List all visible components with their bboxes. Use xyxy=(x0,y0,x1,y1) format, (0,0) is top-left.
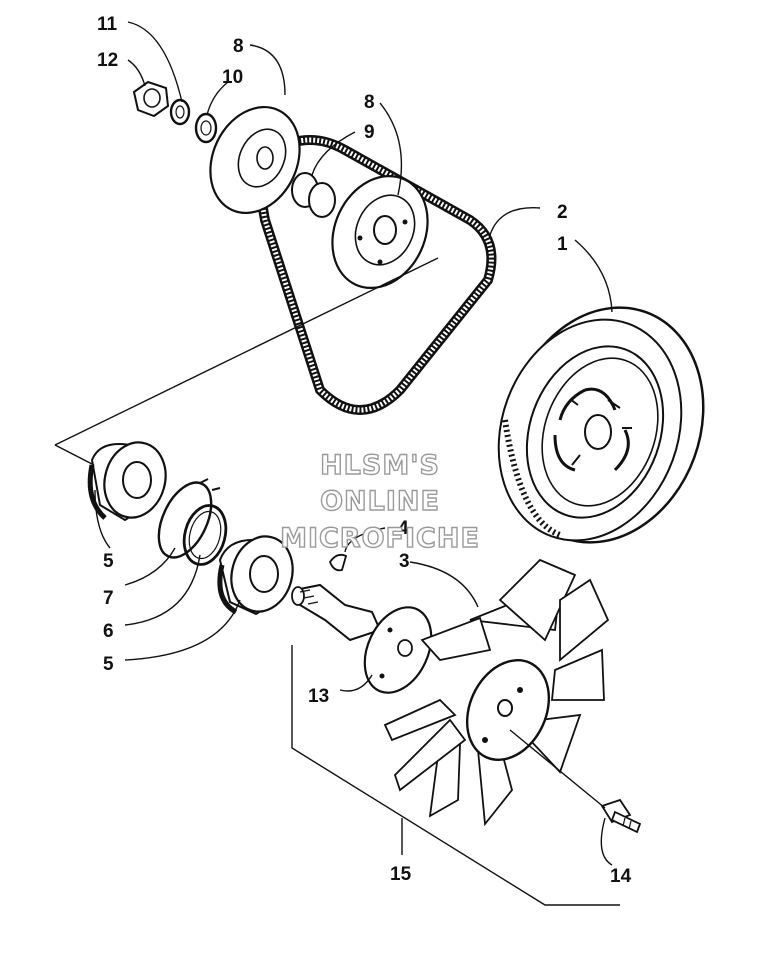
callout-7: 7 xyxy=(103,588,114,609)
hex-bolt xyxy=(600,798,642,834)
callout-5-upper: 5 xyxy=(103,551,114,572)
lock-washer xyxy=(169,98,191,126)
pulley-half-front xyxy=(331,174,429,290)
bearing-right xyxy=(217,535,294,616)
callout-11: 11 xyxy=(97,14,118,35)
leader-lines xyxy=(54,21,620,906)
callout-12: 12 xyxy=(97,50,118,71)
callout-15: 15 xyxy=(390,864,412,885)
callout-13: 13 xyxy=(308,686,329,707)
callout-1: 1 xyxy=(557,234,568,255)
fan-shaft xyxy=(291,583,433,694)
bearing-left xyxy=(87,441,167,522)
snap-ring xyxy=(157,478,221,559)
callout-5-lower: 5 xyxy=(103,654,114,675)
watermark: HLSM'S ONLINE MICROFICHE xyxy=(279,449,480,554)
callout-14: 14 xyxy=(610,866,632,887)
callout-4: 4 xyxy=(398,518,409,539)
callout-8-lower: 8 xyxy=(364,92,375,113)
spacer-rings xyxy=(291,172,336,218)
watermark-line-3: MICROFICHE xyxy=(280,523,480,554)
callout-2: 2 xyxy=(557,202,568,223)
watermark-line-2: ONLINE xyxy=(320,486,440,517)
driven-pulley xyxy=(497,306,705,544)
nut xyxy=(132,80,170,118)
callout-labels: 11 12 8 10 8 9 2 1 4 3 5 7 6 5 13 15 14 xyxy=(97,14,632,887)
watermark-line-1: HLSM'S xyxy=(320,450,440,481)
callout-3: 3 xyxy=(399,551,410,572)
cooling-fan xyxy=(383,558,610,827)
pulley-half-rear xyxy=(209,105,301,215)
woodruff-key xyxy=(328,553,348,572)
callout-6: 6 xyxy=(103,621,114,642)
callout-10: 10 xyxy=(222,67,243,88)
callout-9: 9 xyxy=(364,122,375,143)
flat-washer xyxy=(194,112,218,144)
callout-8-upper: 8 xyxy=(233,36,244,57)
